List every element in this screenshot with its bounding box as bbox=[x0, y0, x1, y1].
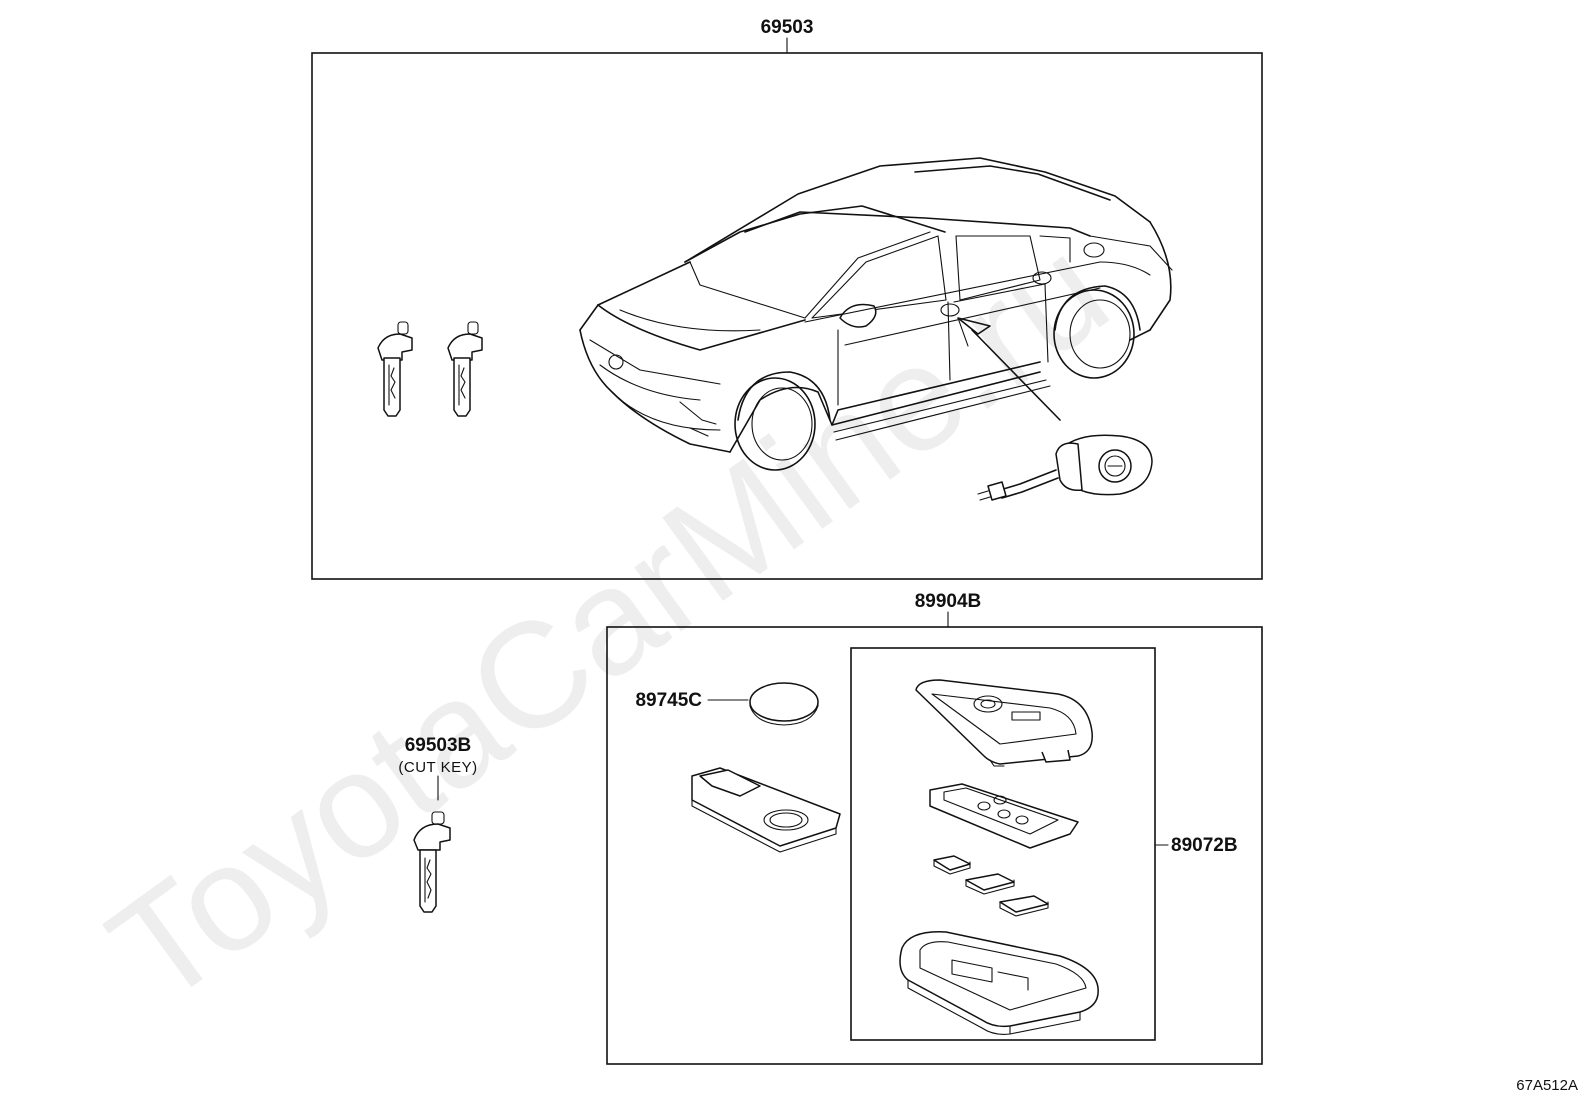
location-arrow-icon bbox=[957, 317, 1061, 421]
coin-battery-illustration bbox=[749, 682, 819, 726]
key-case-box bbox=[850, 647, 1156, 1041]
key-blade-1-illustration bbox=[377, 321, 413, 417]
cut-key-group: 69503B (CUT KEY) bbox=[398, 735, 477, 913]
callout-kit: 69503 bbox=[761, 17, 814, 38]
smart-key-assembly-group: 89904B 89745C 89072B bbox=[606, 591, 1263, 1065]
button-board-illustration bbox=[929, 783, 1079, 849]
cut-key-note: (CUT KEY) bbox=[398, 759, 477, 776]
cut-key-illustration bbox=[413, 811, 451, 913]
transponder-plate-illustration bbox=[691, 767, 841, 853]
clip-parts-illustration bbox=[933, 855, 1049, 917]
key-blade-2-illustration bbox=[447, 321, 483, 417]
smart-key-assembly-box bbox=[606, 626, 1263, 1065]
watermark-text: ToyotaCarMine.ru bbox=[80, 204, 1136, 1036]
callout-battery: 89745C bbox=[635, 690, 702, 711]
key-bottom-housing-illustration bbox=[899, 931, 1099, 1035]
sedan-illustration bbox=[579, 157, 1173, 471]
door-lock-cylinder-illustration bbox=[977, 434, 1153, 501]
kit-box bbox=[311, 52, 1263, 580]
callout-key-case: 89072B bbox=[1171, 835, 1238, 856]
reference-code: 67A512A bbox=[1516, 1077, 1578, 1094]
key-top-cover-illustration bbox=[915, 679, 1093, 767]
callout-smart-key-assembly: 89904B bbox=[915, 591, 982, 612]
callout-cut-key: 69503B bbox=[405, 735, 472, 756]
key-cylinder-kit-group: 69503 bbox=[311, 17, 1263, 580]
